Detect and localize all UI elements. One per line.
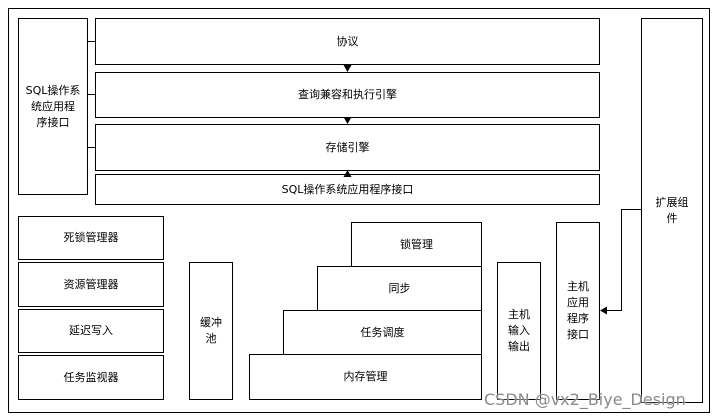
buffer-pool-box: 缓冲 池 [189,262,233,400]
storage-engine-layer-box: 存储引擎 [95,124,600,171]
box-label-line: 件 [666,211,678,225]
box-label: 存储引擎 [325,140,370,154]
box-label: 同步 [388,281,411,295]
box-label: 查询兼容和执行引擎 [298,88,397,101]
box-label: 任务监视器 [63,370,119,384]
box-label: 内存管理 [343,370,388,383]
box-label-line: 接口 [567,328,589,341]
lock-management-box: 锁管理 [351,222,482,267]
box-label: SQL操作系统应用程序接口 [281,182,414,196]
box-label: 协议 [336,34,359,48]
host-io-box: 主机 输入 输出 [497,262,541,400]
box-label: 延迟写入 [69,324,113,337]
box-label-line: 缓冲 [200,316,222,329]
box-label-line: 池 [205,332,217,345]
memory-management-box: 内存管理 [249,354,482,400]
task-scheduling-box: 任务调度 [283,310,482,355]
box-label-line: 应用 [567,296,589,309]
watermark-text: CSDN @vx2_Biye_Design [484,390,686,409]
box-label-line: 输入 [508,324,530,337]
box-label-line: 主机 [567,280,589,293]
outer-frame [8,8,710,413]
box-label-line: 统应用程 [31,99,75,113]
protocol-layer-box: 协议 [95,18,600,65]
box-label-line: 主机 [508,308,530,321]
box-label-line: 程序 [567,312,589,325]
box-label: 资源管理器 [63,277,119,291]
box-label-line: 扩展组 [655,195,689,209]
sql-os-api-layer-box: SQL操作系统应用程序接口 [95,174,600,205]
sql-os-api-side-box: SQL操作系 统应用程 序接口 [18,18,88,195]
lazy-writer-box: 延迟写入 [18,309,164,353]
task-monitor-box: 任务监视器 [18,355,164,400]
box-label-line: SQL操作系 [25,83,81,97]
host-api-box: 主机 应用 程序 接口 [556,222,600,400]
box-label: 任务调度 [360,325,405,339]
query-engine-layer-box: 查询兼容和执行引擎 [95,72,600,118]
deadlock-manager-box: 死锁管理器 [18,216,164,260]
box-label-line: 序接口 [36,115,70,129]
box-label: 锁管理 [400,237,433,251]
synchronization-box: 同步 [317,266,482,311]
resource-manager-box: 资源管理器 [18,262,164,307]
extension-components-box: 扩展组 件 [641,18,703,403]
box-label-line: 输出 [508,340,530,353]
box-label: 死锁管理器 [63,231,119,244]
